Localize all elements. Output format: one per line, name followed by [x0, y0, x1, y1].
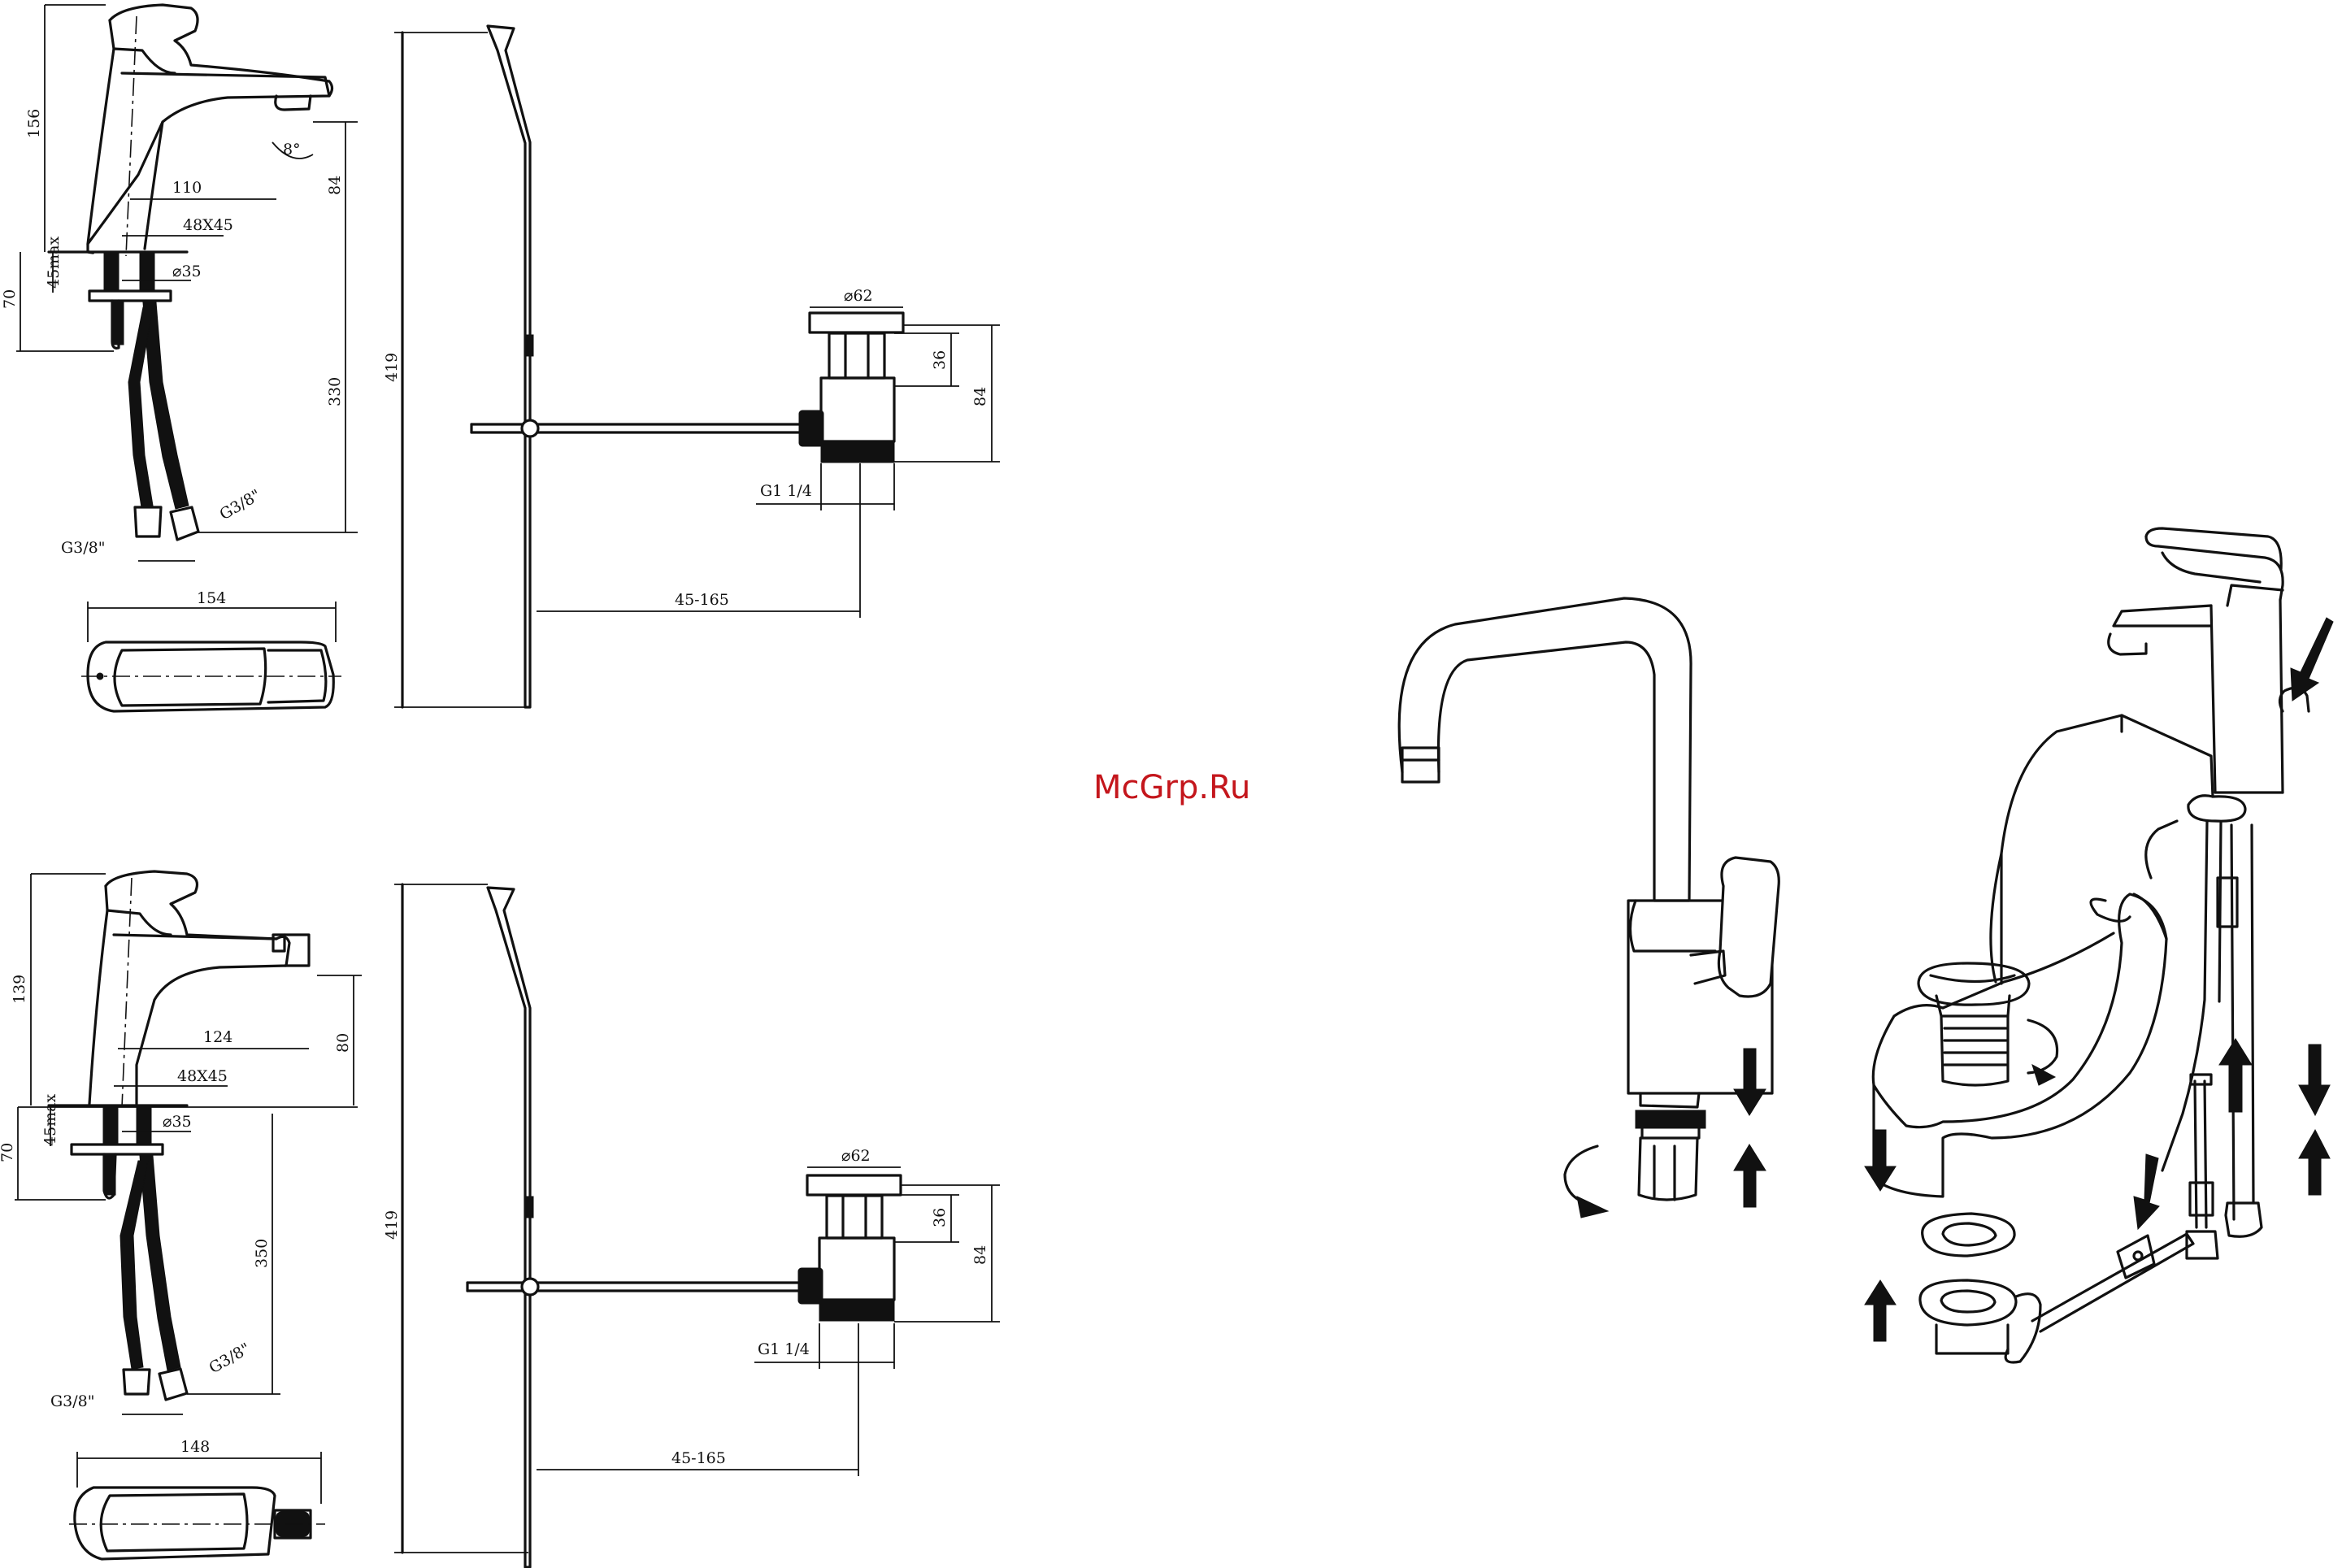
dim-bidet-height: 139 [11, 975, 28, 1004]
dim-waste-height: 84 [971, 387, 989, 406]
dim-bidet-thread-left: G3/8" [50, 1392, 95, 1410]
dim-bidet-max-counter: 45max [41, 1093, 59, 1146]
basin-waste-rod [471, 26, 805, 707]
bidet-waste-dimensions: 419 ⌀62 36 84 G1 1/4 45-165 [383, 884, 1000, 1553]
dim-bidet-waste-thread: G1 1/4 [758, 1340, 810, 1358]
dim-bidet-rod-reach: 45-165 [671, 1449, 726, 1467]
dim-bidet-rod-height: 419 [383, 1210, 401, 1240]
dim-bidet-base-size: 48X45 [177, 1067, 228, 1085]
dim-thread-right: G3/8" [217, 486, 264, 523]
basin-mixer-top-view: 154 [81, 589, 341, 711]
dim-height: 156 [25, 109, 43, 138]
bidet-mixer-dimensions: 139 124 80 48X45 ⌀35 45max 70 350 G3/8" … [0, 874, 362, 1414]
dim-handle-angle: 8° [283, 141, 301, 159]
dim-hole-diameter: ⌀35 [172, 263, 202, 280]
dim-rod-height: 419 [383, 353, 401, 382]
dim-hose-length: 330 [326, 377, 344, 406]
dim-bidet-top-width: 148 [180, 1438, 210, 1456]
dim-bidet-plug-height: 36 [931, 1208, 949, 1227]
dim-bidet-plug-diameter: ⌀62 [841, 1147, 871, 1165]
dim-bidet-shank-length: 70 [0, 1143, 16, 1162]
dim-plug-height: 36 [931, 350, 949, 370]
watermark: McGrp.Ru [1093, 769, 1250, 806]
bidet-mixer-top-view: 148 [69, 1438, 325, 1559]
dim-top-width: 154 [197, 589, 226, 607]
basin-waste-body [799, 313, 903, 463]
dim-max-counter: 45max [45, 236, 63, 289]
dim-bidet-hose-length: 350 [253, 1239, 271, 1268]
kitchen-mixer-install [1399, 598, 1779, 1218]
dim-bidet-waste-height: 84 [971, 1245, 989, 1265]
dim-spout-reach: 110 [172, 179, 202, 197]
dim-base-size: 48X45 [183, 216, 233, 234]
bidet-waste-rod [467, 888, 805, 1567]
dim-bidet-thread-right: G3/8" [206, 1340, 254, 1377]
dim-thread-left: G3/8" [61, 539, 106, 557]
dim-bidet-spout-reach: 124 [203, 1028, 232, 1046]
basin-mixer-install [1865, 528, 2333, 1362]
dim-bidet-spout-clearance: 80 [334, 1033, 352, 1053]
dim-waste-thread: G1 1/4 [760, 482, 812, 500]
dim-shank-length: 70 [1, 289, 19, 309]
bidet-waste-body [798, 1175, 901, 1321]
dim-rod-reach: 45-165 [675, 591, 729, 609]
dim-plug-diameter: ⌀62 [844, 287, 873, 305]
bidet-mixer-side-view [49, 871, 309, 1400]
basin-waste-dimensions: 419 ⌀62 36 84 G1 1/4 45-165 [383, 33, 1000, 707]
dim-spout-clearance: 84 [326, 176, 344, 195]
dim-bidet-hole-diameter: ⌀35 [163, 1113, 192, 1131]
